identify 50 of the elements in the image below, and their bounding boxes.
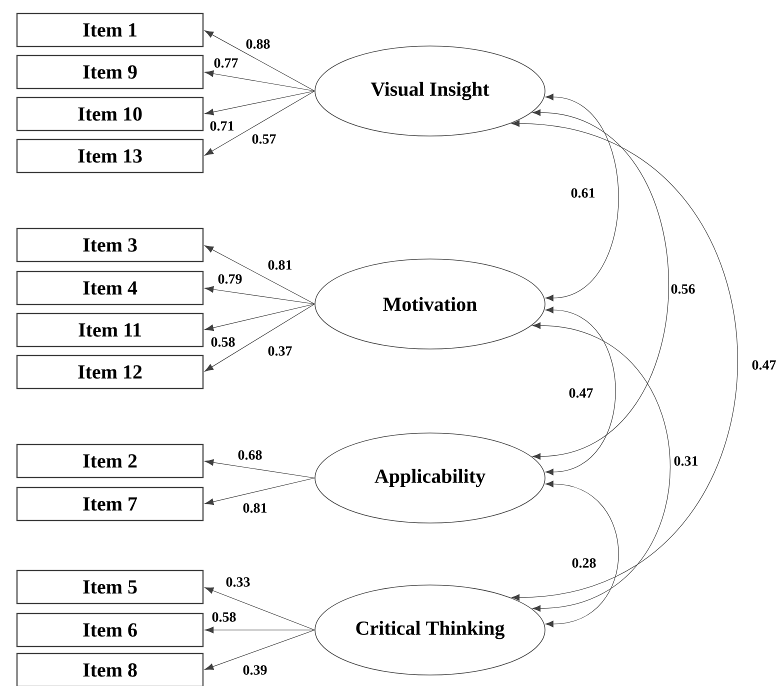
item-box: Item 2 bbox=[16, 444, 204, 478]
edge-label: 0.37 bbox=[266, 345, 294, 357]
loading-arrow bbox=[204, 70, 315, 92]
loading-arrow bbox=[204, 90, 315, 116]
correlation-arrow bbox=[545, 94, 619, 302]
loading-arrow bbox=[204, 304, 315, 331]
loading-arrow bbox=[204, 587, 315, 630]
item-box: Item 10 bbox=[16, 96, 204, 132]
edge-label: 0.81 bbox=[242, 502, 268, 514]
edge-label: 0.31 bbox=[672, 455, 700, 467]
item-box: Item 4 bbox=[16, 270, 204, 306]
edge-label: 0.68 bbox=[236, 449, 264, 461]
edge-label: 0.28 bbox=[570, 557, 598, 569]
loading-arrow bbox=[204, 478, 315, 505]
item-box: Item 3 bbox=[16, 228, 204, 262]
loading-arrow bbox=[204, 304, 315, 372]
edge-label: 0.79 bbox=[216, 273, 244, 285]
item-box: Item 5 bbox=[16, 570, 204, 604]
edge-label: 0.81 bbox=[266, 259, 294, 271]
edge-label: 0.77 bbox=[212, 57, 240, 69]
loading-arrow bbox=[204, 459, 315, 478]
item-box: Item 1 bbox=[16, 12, 204, 48]
item-box: Item 8 bbox=[16, 652, 204, 686]
loading-arrow bbox=[204, 90, 315, 156]
item-box: Item 7 bbox=[16, 486, 204, 522]
edge-label: 0.58 bbox=[210, 336, 236, 348]
edge-label: 0.57 bbox=[250, 133, 278, 145]
edge-label: 0.61 bbox=[570, 187, 596, 199]
item-box: Item 12 bbox=[16, 354, 204, 390]
loading-arrow bbox=[204, 245, 315, 304]
item-box: Item 13 bbox=[16, 138, 204, 174]
loading-arrow bbox=[204, 626, 315, 634]
item-box: Item 9 bbox=[16, 54, 204, 90]
correlation-arrow bbox=[532, 109, 669, 460]
item-box: Item 11 bbox=[16, 312, 204, 348]
correlation-arrow bbox=[545, 480, 619, 628]
loading-arrow bbox=[204, 630, 315, 670]
edge-label: 0.47 bbox=[568, 387, 594, 399]
item-box: Item 6 bbox=[16, 612, 204, 648]
edge-label: 0.33 bbox=[224, 576, 252, 588]
edge-label: 0.71 bbox=[208, 120, 236, 132]
edge-label: 0.47 bbox=[750, 359, 778, 371]
correlation-arrow bbox=[545, 306, 616, 476]
loading-arrow bbox=[204, 286, 315, 304]
edge-label: 0.58 bbox=[210, 611, 238, 623]
correlation-arrow bbox=[532, 322, 670, 612]
edge-label: 0.56 bbox=[670, 283, 696, 295]
loading-arrow bbox=[204, 30, 315, 92]
edge-label: 0.88 bbox=[244, 38, 272, 50]
edge-label: 0.39 bbox=[242, 664, 268, 676]
